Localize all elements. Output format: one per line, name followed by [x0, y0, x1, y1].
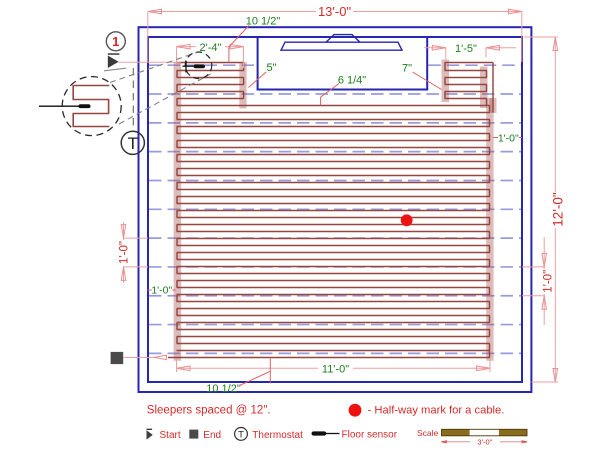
svg-text:12'-0": 12'-0" [551, 192, 566, 227]
svg-text:End: End [203, 430, 221, 441]
svg-text:6 1/4": 6 1/4" [338, 74, 366, 86]
svg-text:T: T [128, 134, 138, 153]
svg-text:13'-0": 13'-0" [318, 4, 352, 19]
svg-text:2'-4": 2'-4" [200, 42, 222, 54]
svg-text:1'-0": 1'-0" [151, 285, 172, 297]
svg-text:Thermostat: Thermostat [252, 430, 303, 441]
svg-text:5": 5" [266, 62, 276, 74]
svg-text:11'-0": 11'-0" [322, 363, 349, 375]
svg-text:1'-0": 1'-0" [543, 270, 555, 293]
svg-text:1: 1 [112, 34, 119, 49]
svg-text:- Half-way mark for a cable.: - Half-way mark for a cable. [368, 405, 505, 417]
svg-text:Start: Start [160, 430, 181, 441]
svg-text:3'-0": 3'-0" [477, 438, 492, 447]
svg-text:1'-0": 1'-0" [498, 132, 519, 144]
svg-text:7": 7" [402, 63, 412, 75]
svg-text:Floor sensor: Floor sensor [342, 429, 398, 440]
svg-text:T: T [238, 429, 244, 440]
svg-text:10 1/2": 10 1/2" [206, 383, 241, 395]
svg-text:1'-5": 1'-5" [455, 43, 477, 55]
svg-text:10 1/2": 10 1/2" [246, 15, 281, 27]
svg-text:Sleepers spaced @ 12".: Sleepers spaced @ 12". [147, 405, 271, 417]
svg-text:Scale: Scale [417, 428, 439, 438]
svg-text:1'-0": 1'-0" [119, 241, 131, 264]
